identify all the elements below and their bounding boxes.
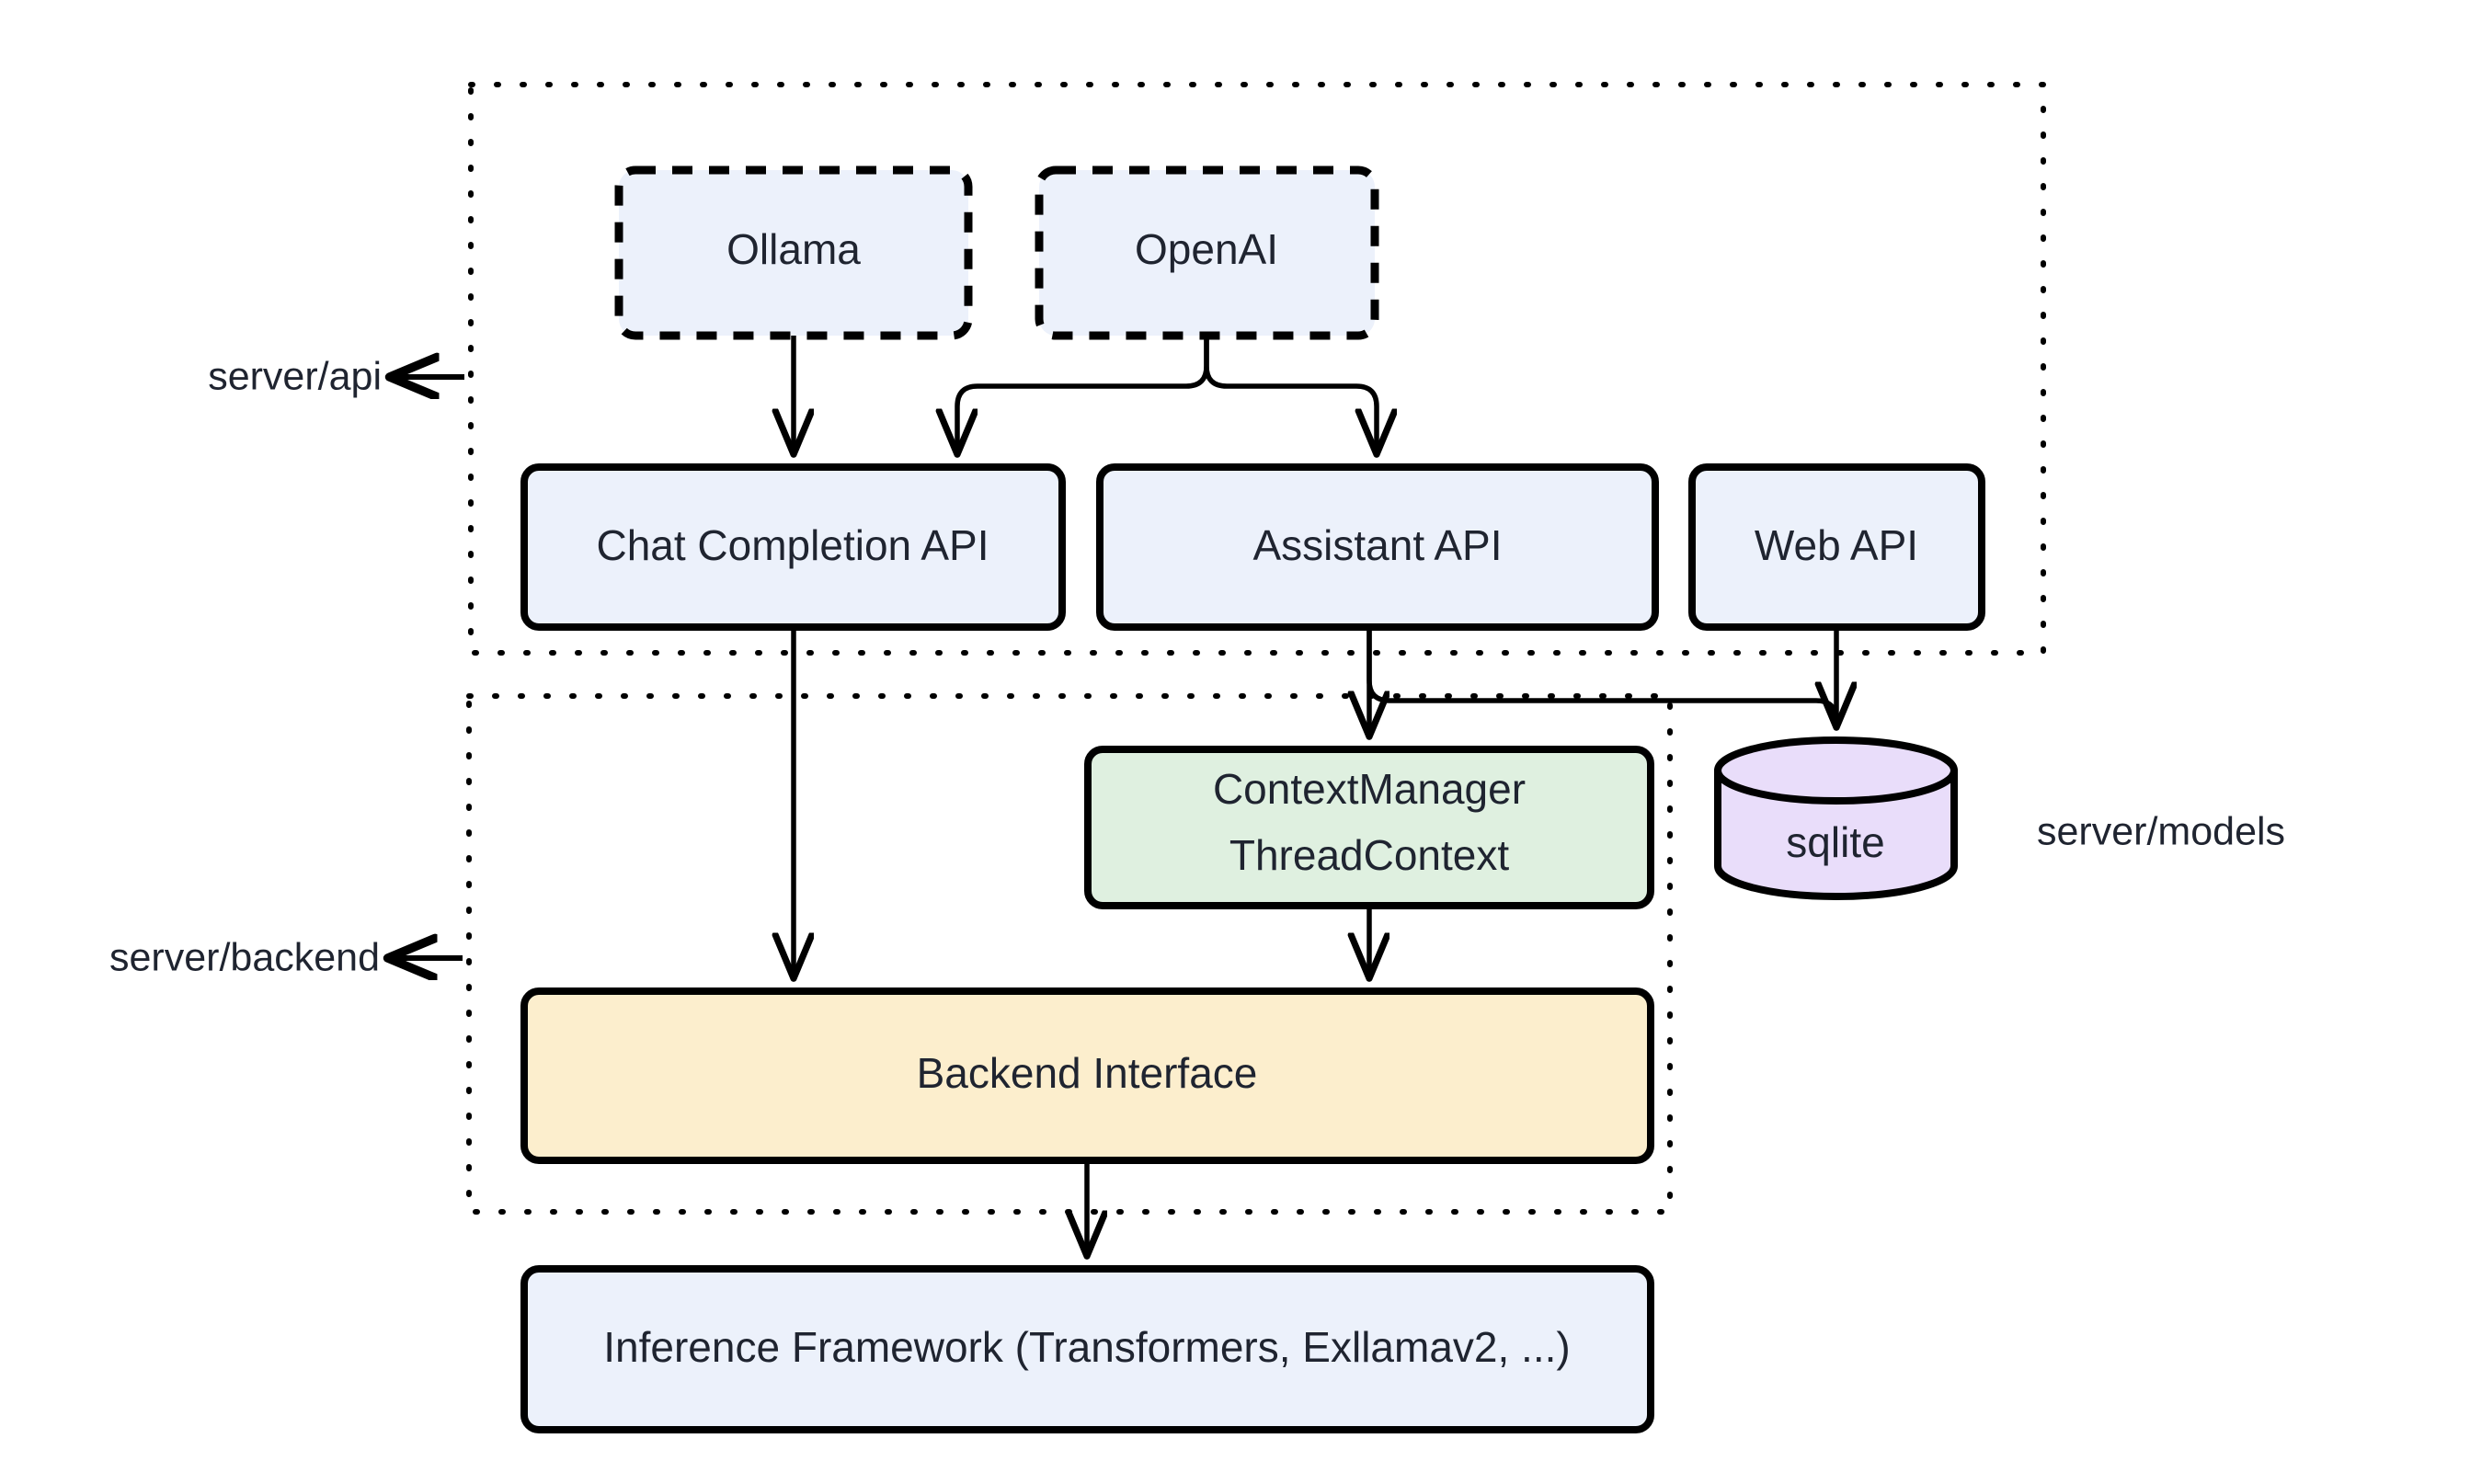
group-label-models: server/models (2037, 809, 2285, 853)
node-assistant-api[interactable]: Assistant API (1096, 463, 1659, 631)
node-ollama-label: Ollama (726, 225, 861, 273)
node-openai[interactable]: OpenAI (1035, 166, 1379, 340)
group-label-api-text: server/api (208, 354, 382, 398)
edge-openai-to-assistant (1204, 336, 1377, 452)
node-ollama[interactable]: Ollama (614, 166, 973, 340)
group-container-api (468, 82, 2046, 656)
node-sqlite-database[interactable]: sqlite (1714, 736, 1958, 900)
node-inference-framework[interactable]: Inference Framework (Transformers, Exlla… (520, 1265, 1654, 1433)
group-label-api: server/api (208, 354, 464, 398)
group-label-backend: server/backend (109, 935, 463, 979)
node-context-manager[interactable]: ContextManager ThreadContext (1084, 746, 1654, 909)
node-openai-label: OpenAI (1135, 225, 1278, 273)
node-chat-completion-api-label: Chat Completion API (596, 521, 989, 569)
node-web-api[interactable]: Web API (1688, 463, 1985, 631)
node-web-api-label: Web API (1755, 521, 1918, 569)
node-assistant-api-label: Assistant API (1252, 521, 1502, 569)
node-chat-completion-api[interactable]: Chat Completion API (520, 463, 1066, 631)
cylinder-body-shape (1714, 767, 1958, 900)
node-inference-framework-label: Inference Framework (Transformers, Exlla… (603, 1323, 1570, 1371)
node-context-manager-label-line2: ThreadContext (1229, 831, 1509, 879)
edge-assistant-to-sqlite (1367, 627, 1839, 725)
node-sqlite-label: sqlite (1786, 818, 1884, 866)
group-label-models-text: server/models (2037, 809, 2285, 853)
cylinder-top-shape (1714, 736, 1958, 805)
group-label-backend-text: server/backend (109, 935, 380, 979)
node-context-manager-label-line1: ContextManager (1213, 765, 1526, 813)
edge-openai-to-chat-completion (957, 336, 1209, 452)
node-backend-interface-label: Backend Interface (917, 1049, 1258, 1097)
node-backend-interface[interactable]: Backend Interface (520, 987, 1654, 1164)
